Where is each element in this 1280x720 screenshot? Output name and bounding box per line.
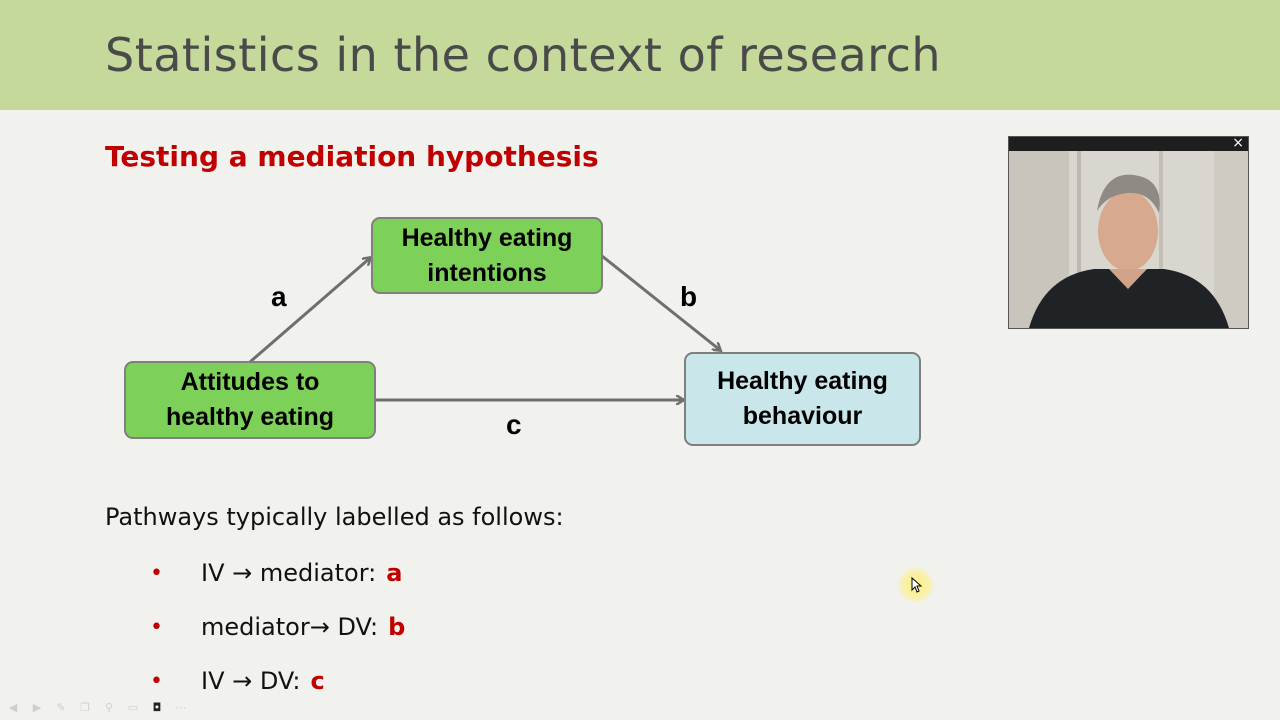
- webcam-header: ×: [1009, 137, 1248, 151]
- slide-subtitle: Testing a mediation hypothesis: [105, 140, 599, 173]
- slide-title: Statistics in the context of research: [105, 28, 942, 82]
- title-band: Statistics in the context of research: [0, 0, 1280, 110]
- pen-icon[interactable]: ✎: [56, 700, 66, 714]
- forward-icon[interactable]: ▶: [32, 700, 42, 714]
- path-a-label: a: [271, 281, 287, 312]
- close-icon[interactable]: ×: [1232, 136, 1244, 151]
- copy-icon[interactable]: ❐: [80, 700, 90, 714]
- bullet-text: mediator→ DV:: [201, 613, 379, 641]
- bullet-icon: •: [150, 668, 163, 694]
- bullet-icon: •: [150, 614, 163, 640]
- pointer-icon: [911, 577, 923, 593]
- bullet-key: b: [388, 613, 406, 641]
- presentation-toolbar: ◀ ▶ ✎ ❐ ⚲ ▭ ◘ ⋯: [3, 699, 191, 715]
- path-c-label: c: [506, 409, 522, 440]
- bullet-icon: •: [150, 560, 163, 586]
- subtitles-icon[interactable]: ▭: [127, 700, 139, 714]
- back-icon[interactable]: ◀: [8, 700, 18, 714]
- list-item: • mediator→ DV: b: [150, 610, 405, 644]
- camera-icon[interactable]: ◘: [152, 700, 162, 714]
- more-icon[interactable]: ⋯: [175, 700, 187, 714]
- dv-box: Healthy eating behaviour: [684, 352, 921, 446]
- path-b-label: b: [680, 281, 698, 312]
- zoom-icon[interactable]: ⚲: [104, 700, 114, 714]
- bullet-key: c: [310, 667, 325, 695]
- iv-box: Attitudes to healthy eating: [124, 361, 376, 439]
- webcam-overlay[interactable]: ×: [1008, 136, 1249, 329]
- path-a-arrow: [249, 258, 370, 364]
- bullet-text: IV → DV:: [201, 667, 301, 695]
- path-b-arrow: [601, 254, 720, 350]
- list-item: • IV → mediator: a: [150, 556, 402, 590]
- bullet-text: IV → mediator:: [201, 559, 377, 587]
- mediator-box: Healthy eating intentions: [371, 217, 603, 294]
- bullet-key: a: [386, 559, 403, 587]
- webcam-video: [1009, 151, 1248, 328]
- pathways-lead: Pathways typically labelled as follows:: [105, 503, 564, 531]
- list-item: • IV → DV: c: [150, 664, 325, 698]
